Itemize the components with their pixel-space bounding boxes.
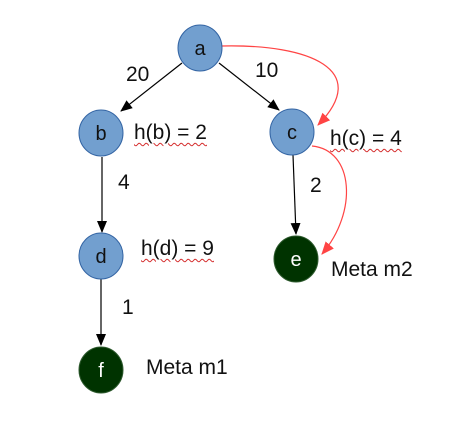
node-f-label: f (98, 360, 104, 382)
highlight-edge-a-c (221, 45, 339, 126)
node-b-label: b (95, 123, 106, 145)
node-f[interactable]: f (78, 346, 124, 394)
node-a[interactable]: a (177, 24, 223, 72)
highlight-edge-c-e (311, 145, 348, 255)
node-d[interactable]: d (78, 232, 124, 280)
edge-weight-b-d: 4 (118, 171, 130, 194)
edge-c-e (290, 154, 301, 235)
node-d-label: d (95, 246, 106, 268)
edge-a-b (120, 62, 183, 112)
node-b[interactable]: b (78, 109, 124, 157)
goal-label-e: Meta m2 (331, 258, 413, 281)
node-a-label: a (194, 38, 206, 60)
edge-weight-c-e: 2 (310, 174, 322, 197)
node-c-label: c (287, 122, 297, 144)
goal-label-f: Meta m1 (146, 356, 228, 379)
heuristic-b-label: h(b) = 2 (134, 121, 207, 144)
edge-a-c (218, 62, 280, 111)
heuristic-d-label: h(d) = 9 (141, 237, 214, 260)
edge-weight-a-c: 10 (255, 59, 279, 82)
edge-weight-a-b: 20 (126, 63, 150, 86)
node-e[interactable]: e (273, 235, 319, 283)
node-e-label: e (290, 249, 301, 271)
node-c[interactable]: c (269, 108, 315, 156)
edge-weight-d-f: 1 (122, 296, 134, 319)
heuristic-c-label: h(c) = 4 (330, 127, 402, 150)
